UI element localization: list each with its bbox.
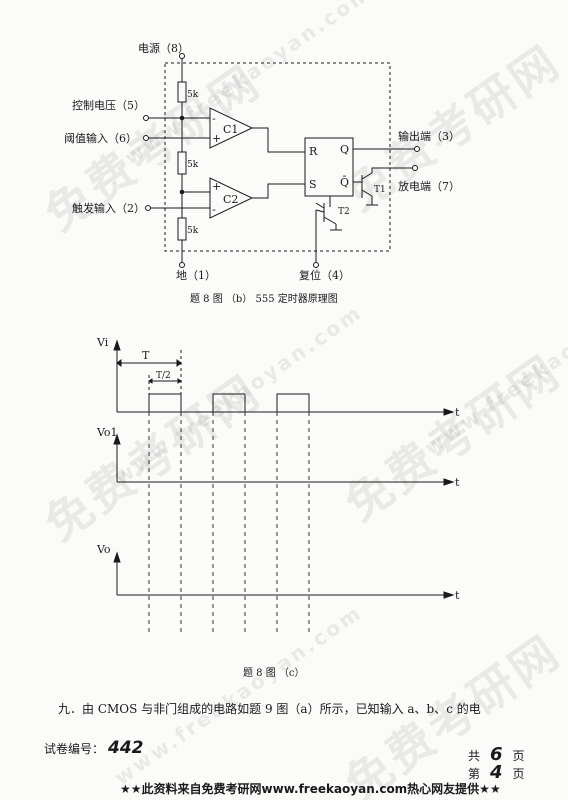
ground-pin <box>179 262 185 268</box>
label-power: 电源（8） <box>138 41 189 55</box>
rs-flipflop <box>304 137 354 197</box>
caption-fig-b: 题 8 图 （b） 555 定时器原理图 <box>190 292 338 305</box>
ff-qbar-label: Q̄ <box>340 176 349 189</box>
period-label: T <box>142 349 150 362</box>
axis-label-vo: Vo <box>96 543 111 556</box>
reset-pin <box>313 262 319 268</box>
c1-minus: - <box>212 112 216 125</box>
control-voltage-pin <box>143 115 149 121</box>
discharge-pin <box>412 165 418 171</box>
ff-s-label: S <box>309 178 317 191</box>
label-discharge: 放电端（7） <box>398 179 460 193</box>
label-trigger: 触发输入（2） <box>72 201 145 215</box>
resistor-label: 5k <box>187 226 199 236</box>
label-ground: 地（1） <box>176 269 216 282</box>
c2-minus: - <box>212 203 216 216</box>
current-suffix: 页 <box>512 767 525 781</box>
question-9-text: 九．由 CMOS 与非门组成的电路如题 9 图（a）所示，已知输入 a、b、c … <box>58 702 481 716</box>
total-value: 6 <box>490 744 503 765</box>
resistor-label: 5k <box>187 160 199 170</box>
current-value: 4 <box>490 762 503 783</box>
c2-plus: + <box>212 180 221 193</box>
label-threshold: 阈值输入（6） <box>64 131 137 145</box>
label-control-voltage: 控制电压（5） <box>72 98 145 112</box>
half-period-label: T/2 <box>156 371 171 381</box>
c2-label: C2 <box>223 193 238 206</box>
waveforms <box>113 339 455 632</box>
ff-q-label: Q <box>340 143 349 156</box>
t1-label: T1 <box>374 185 386 195</box>
axis-label-t: t <box>455 476 460 489</box>
chip-boundary <box>164 62 391 252</box>
resistor-bottom <box>177 217 187 241</box>
resistor-label: 5k <box>187 90 199 100</box>
output-pin <box>414 146 420 152</box>
serial-label: 试卷编号： <box>44 742 105 756</box>
total-prefix: 共 <box>468 749 481 763</box>
trigger-pin <box>145 205 151 211</box>
schematic-555 <box>143 53 420 268</box>
exam-serial: 试卷编号：442 <box>44 738 144 758</box>
resistor-middle <box>177 151 187 175</box>
threshold-pin <box>143 135 149 141</box>
t2-label: T2 <box>338 207 350 217</box>
source-banner: ★★此资料来自免费考研网www.freekaoyan.com热心网友提供★★ <box>120 782 501 796</box>
axis-label-t: t <box>455 406 460 419</box>
resistor-top <box>177 81 187 103</box>
serial-value: 442 <box>108 738 144 758</box>
axis-label-vi: Vi <box>96 336 109 349</box>
caption-fig-c: 题 8 图 （c） <box>243 667 305 679</box>
total-suffix: 页 <box>512 749 525 763</box>
comparator-c2 <box>209 177 254 219</box>
axis-label-vo1: Vo1 <box>96 426 118 439</box>
power-pin <box>179 53 185 59</box>
c1-label: C1 <box>223 123 238 136</box>
label-output: 输出端（3） <box>398 129 460 143</box>
axis-label-t: t <box>455 589 460 602</box>
label-reset: 复位（4） <box>299 268 350 282</box>
comparator-c1 <box>209 107 254 149</box>
ff-r-label: R <box>309 145 318 158</box>
vi-waveform <box>117 393 440 413</box>
current-prefix: 第 <box>468 767 481 781</box>
c1-plus: + <box>212 132 221 145</box>
